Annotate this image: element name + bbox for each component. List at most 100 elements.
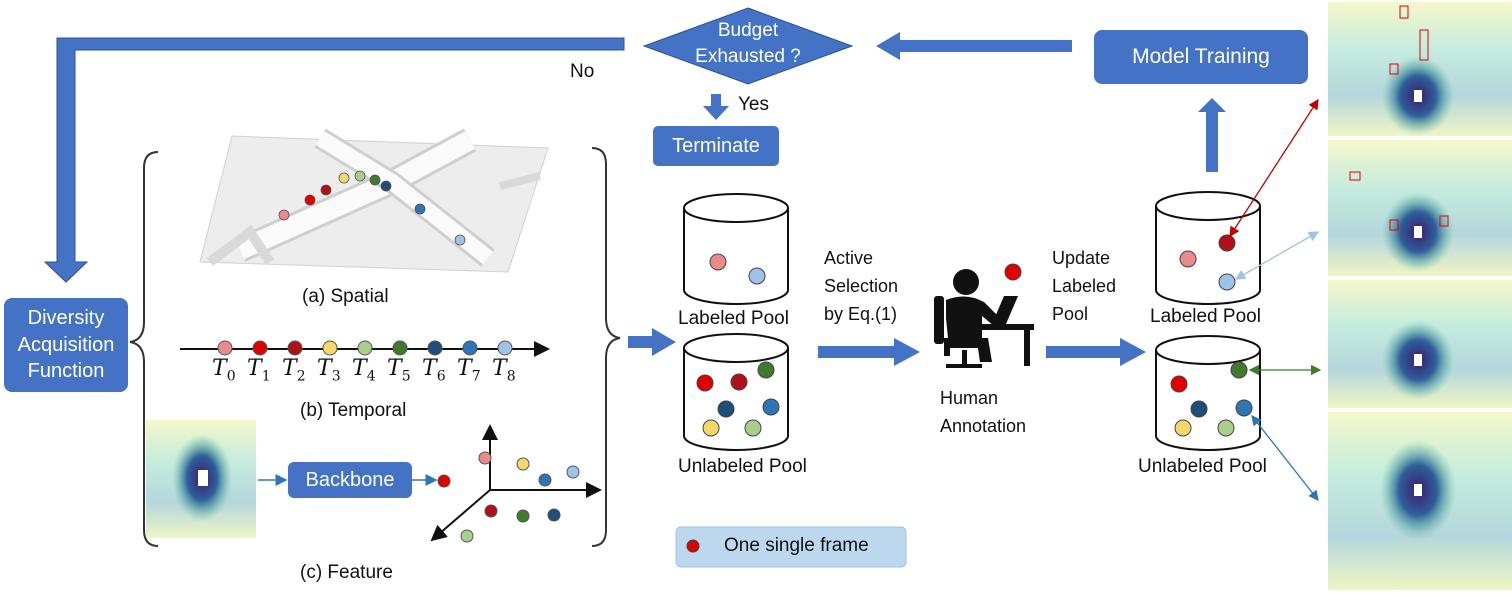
temporal-point-8 xyxy=(497,340,513,356)
labeled-right-point xyxy=(1218,234,1236,252)
labeled-left-point xyxy=(709,253,727,271)
feature-point xyxy=(460,529,474,543)
temporal-point-7 xyxy=(462,340,478,356)
temporal-point-3 xyxy=(322,340,338,356)
spatial-point xyxy=(369,174,381,186)
tick-t0: T0 xyxy=(212,356,236,385)
temporal-axis xyxy=(180,340,550,357)
yes-label: Yes xyxy=(738,94,769,115)
labeled-pool-right-cylinder xyxy=(1155,191,1261,305)
tick-t3: T3 xyxy=(317,356,341,385)
spatial-point xyxy=(380,180,392,192)
unlabeled-left-point xyxy=(696,374,714,392)
legend-box xyxy=(675,526,907,568)
lidar-frame-3 xyxy=(1328,280,1512,408)
no-label: No xyxy=(570,61,595,82)
feature-point xyxy=(547,508,561,522)
caption-spatial: (a) Spatial xyxy=(302,286,389,307)
tick-t6: T6 xyxy=(422,356,446,385)
annotation-line-1: Human xyxy=(940,388,999,408)
spatial-point xyxy=(454,234,466,246)
selection-line-3: by Eq.(1) xyxy=(824,304,898,324)
link-blue xyxy=(1251,414,1319,502)
spatial-map xyxy=(199,128,549,273)
lidar-frame-strip xyxy=(1328,2,1512,590)
temporal-point-2 xyxy=(287,340,303,356)
annotation-line-2: Annotation xyxy=(940,416,1027,436)
tick-t4: T4 xyxy=(352,356,376,385)
feature-point xyxy=(484,504,498,518)
unlabeled-left-point xyxy=(757,361,775,379)
right-brace xyxy=(591,147,621,547)
human-annotator-icon xyxy=(934,269,1034,368)
temporal-point-5 xyxy=(392,340,408,356)
backbone-box: Backbone xyxy=(288,462,412,498)
labeled-to-training-arrow xyxy=(1198,98,1226,172)
spatial-point xyxy=(414,203,426,215)
yes-arrow xyxy=(703,94,729,120)
spatial-point xyxy=(354,170,366,182)
unlabeled-right-point xyxy=(1190,400,1208,418)
feedback-no-arrow xyxy=(43,37,625,283)
unlabeled-right-point xyxy=(1217,419,1235,437)
brace-to-pool-arrow xyxy=(628,328,676,356)
labeled-right-point xyxy=(1218,273,1236,291)
update-line-2: Labeled xyxy=(1052,276,1117,296)
spatial-point xyxy=(338,172,350,184)
unlabeled-left-point xyxy=(744,419,762,437)
unlabeled-right-point xyxy=(1174,419,1192,437)
temporal-point-1 xyxy=(252,340,268,356)
labeled-pool-right-label: Labeled Pool xyxy=(1150,306,1261,327)
selection-line-2: Selection xyxy=(824,276,899,296)
feature-axes xyxy=(430,424,602,542)
training-to-decision-arrow xyxy=(876,32,1072,60)
budget-decision-diamond xyxy=(642,7,854,85)
spatial-point xyxy=(304,194,316,206)
decision-line-2: Exhausted ? xyxy=(695,46,801,67)
feature-point xyxy=(516,509,530,523)
feature-point xyxy=(566,465,580,479)
unlabeled-left-point xyxy=(762,398,780,416)
unlabeled-pool-left-cylinder xyxy=(683,333,789,451)
feature-point xyxy=(478,451,492,465)
left-brace xyxy=(129,151,159,547)
temporal-point-0 xyxy=(217,340,233,356)
unlabeled-left-point xyxy=(730,373,748,391)
legend-label: One single frame xyxy=(724,535,869,556)
selection-arrow xyxy=(818,338,920,366)
update-arrow xyxy=(1046,338,1146,366)
tick-t2: T2 xyxy=(282,356,306,385)
spatial-point xyxy=(278,209,290,221)
unlabeled-right-point xyxy=(1170,375,1188,393)
selection-line-1: Active xyxy=(824,248,874,268)
diversity-acquisition-function-box: Diversity Acquisition Function xyxy=(4,298,128,392)
spatial-point xyxy=(320,184,332,196)
lidar-frame-1 xyxy=(1328,2,1512,136)
unlabeled-pool-left-label: Unlabeled Pool xyxy=(678,456,807,477)
labeled-left-point xyxy=(748,267,766,285)
tick-t8: T8 xyxy=(492,356,516,385)
terminate-box: Terminate xyxy=(653,126,779,166)
temporal-point-4 xyxy=(357,340,373,356)
decision-line-1: Budget xyxy=(717,20,779,41)
unlabeled-right-point xyxy=(1235,399,1253,417)
feature-point xyxy=(516,457,530,471)
caption-feature: (c) Feature xyxy=(300,562,393,583)
labeled-pool-left-label: Labeled Pool xyxy=(678,308,789,329)
link-red xyxy=(1229,98,1319,238)
caption-temporal: (b) Temporal xyxy=(300,400,407,421)
lidar-thumbnail-feature xyxy=(146,420,256,538)
tick-t7: T7 xyxy=(457,356,481,385)
tick-t1: T1 xyxy=(247,356,271,385)
unlabeled-right-point xyxy=(1230,361,1248,379)
backbone-output-point xyxy=(437,474,451,488)
update-line-3: Pool xyxy=(1052,304,1089,324)
feature-point xyxy=(538,473,552,487)
labeled-pool-left-cylinder xyxy=(683,193,789,305)
lidar-frame-4 xyxy=(1328,412,1512,590)
unlabeled-pool-right-cylinder xyxy=(1155,335,1261,451)
update-line-1: Update xyxy=(1052,248,1111,268)
unlabeled-left-point xyxy=(702,419,720,437)
labeled-right-point xyxy=(1179,250,1197,268)
